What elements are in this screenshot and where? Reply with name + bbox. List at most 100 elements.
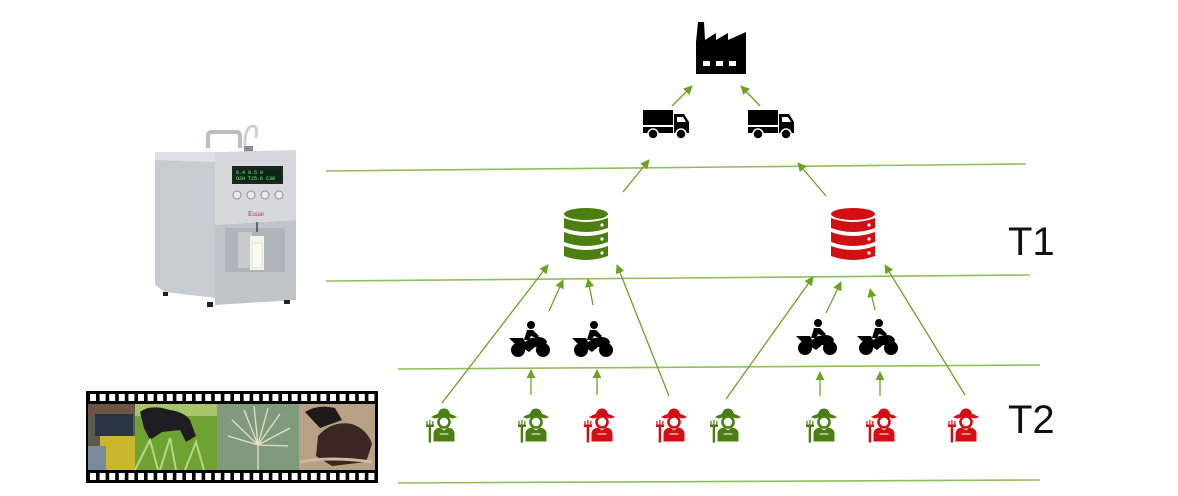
film-sprocket-hole bbox=[358, 473, 365, 480]
milk-analyzer-image: 6.4 8.5 0 O2H T25.6 C38 Essae bbox=[155, 124, 296, 307]
film-sprocket-hole bbox=[195, 394, 202, 401]
film-sprocket-hole bbox=[243, 394, 250, 401]
farmer-icon-green bbox=[425, 407, 458, 444]
film-sprocket-hole bbox=[320, 394, 327, 401]
film-sprocket-hole bbox=[90, 394, 96, 401]
arrow-moto2-to-green-center bbox=[585, 278, 595, 306]
farmer-icon-green bbox=[517, 407, 550, 444]
film-sprocket-hole bbox=[301, 473, 308, 480]
film-sprocket-hole bbox=[282, 473, 288, 480]
film-sprocket-hole bbox=[176, 394, 183, 401]
film-sprocket-hole bbox=[118, 394, 125, 401]
film-sprocket-hole bbox=[90, 473, 96, 480]
film-sprocket-hole bbox=[214, 473, 221, 480]
tier-line-t1-bottom bbox=[325, 274, 1031, 282]
film-sprocket-hole bbox=[214, 394, 221, 401]
film-sprocket-hole bbox=[176, 473, 183, 480]
arrow-farmer1-to-green-center bbox=[441, 264, 549, 404]
arrow-truck1-to-factory bbox=[671, 85, 693, 107]
arrow-farmer4-to-green-center bbox=[615, 264, 670, 397]
film-sprocket-hole bbox=[253, 473, 260, 480]
film-sprocket-hole bbox=[234, 394, 240, 401]
analyzer-brand: Essae bbox=[248, 210, 264, 218]
farmer-icon-red bbox=[947, 407, 980, 444]
film-sprocket-hole bbox=[291, 394, 298, 401]
film-sprocket-hole bbox=[243, 473, 250, 480]
film-sprocket-hole bbox=[195, 473, 202, 480]
film-sprocket-hole bbox=[368, 394, 375, 401]
filmstrip-frame bbox=[88, 404, 135, 470]
filmstrip-frame bbox=[217, 404, 299, 470]
tier-label-t1: T1 bbox=[1008, 220, 1055, 264]
tier-line-t2-top bbox=[397, 364, 1041, 370]
film-sprocket-hole bbox=[349, 394, 356, 401]
film-sprocket-hole bbox=[358, 394, 365, 401]
farmer-icon-red bbox=[865, 407, 898, 444]
film-sprocket-hole bbox=[320, 473, 327, 480]
film-sprocket-hole bbox=[291, 473, 298, 480]
film-sprocket-hole bbox=[310, 394, 317, 401]
film-sprocket-hole bbox=[205, 473, 212, 480]
film-sprocket-hole bbox=[330, 394, 336, 401]
film-sprocket-hole bbox=[205, 394, 212, 401]
database-icon-red bbox=[831, 208, 875, 260]
film-sprocket-hole bbox=[99, 473, 106, 480]
film-sprocket-hole bbox=[262, 394, 269, 401]
flow-arrows bbox=[441, 85, 966, 404]
svg-text:O2H T25.6 C38: O2H T25.6 C38 bbox=[236, 176, 275, 182]
film-sprocket-hole bbox=[272, 473, 279, 480]
factory-icon bbox=[696, 22, 746, 74]
film-sprocket-hole bbox=[109, 473, 116, 480]
film-sprocket-hole bbox=[310, 473, 317, 480]
farmers-row bbox=[425, 407, 980, 444]
film-sprocket-hole bbox=[138, 394, 144, 401]
database-icon-green bbox=[564, 208, 608, 260]
film-sprocket-hole bbox=[128, 473, 135, 480]
film-sprocket-hole bbox=[339, 473, 346, 480]
arrow-moto3-to-red-center bbox=[825, 281, 842, 314]
filmstrip-frame bbox=[299, 404, 375, 470]
arrow-farmer5-to-red-center bbox=[725, 276, 814, 400]
arrow-moto4-to-red-center bbox=[867, 288, 877, 311]
arrow-truck2-to-factory bbox=[740, 85, 761, 107]
farmer-icon-green bbox=[709, 407, 742, 444]
motorbike-icon bbox=[572, 321, 613, 357]
farmer-icon-red bbox=[655, 407, 688, 444]
film-sprocket-hole bbox=[330, 473, 336, 480]
film-sprocket-hole bbox=[166, 473, 173, 480]
filmstrip-frame bbox=[134, 404, 217, 471]
film-sprocket-hole bbox=[128, 394, 135, 401]
analyzer-display: 6.4 8.5 0 bbox=[236, 170, 263, 176]
film-sprocket-hole bbox=[109, 394, 116, 401]
film-sprocket-hole bbox=[147, 394, 154, 401]
film-sprocket-hole bbox=[262, 473, 269, 480]
film-sprocket-hole bbox=[224, 394, 231, 401]
filmstrip bbox=[86, 391, 378, 483]
film-sprocket-hole bbox=[339, 394, 346, 401]
film-sprocket-hole bbox=[186, 473, 192, 480]
arrow-green-center-to-truck1 bbox=[622, 159, 650, 193]
film-sprocket-hole bbox=[99, 394, 106, 401]
arrow-red-center-to-truck2 bbox=[797, 162, 827, 197]
tier-lines bbox=[325, 163, 1041, 484]
film-sprocket-hole bbox=[157, 394, 164, 401]
film-sprocket-hole bbox=[138, 473, 144, 480]
film-sprocket-hole bbox=[186, 394, 192, 401]
film-sprocket-hole bbox=[282, 394, 288, 401]
motorbike-icon bbox=[796, 319, 837, 355]
tier-line-top bbox=[325, 163, 1027, 172]
farmer-icon-green bbox=[805, 407, 838, 444]
tier-label-t2: T2 bbox=[1008, 398, 1055, 442]
film-sprocket-hole bbox=[301, 394, 308, 401]
film-sprocket-hole bbox=[349, 473, 356, 480]
film-sprocket-hole bbox=[253, 394, 260, 401]
film-sprocket-hole bbox=[234, 473, 240, 480]
film-sprocket-hole bbox=[368, 473, 375, 480]
film-sprocket-hole bbox=[118, 473, 125, 480]
film-sprocket-hole bbox=[147, 473, 154, 480]
arrow-moto1-to-green-center bbox=[548, 279, 564, 312]
tier-line-bottom bbox=[397, 479, 1041, 484]
farmer-icon-red bbox=[583, 407, 616, 444]
film-sprocket-hole bbox=[166, 394, 173, 401]
